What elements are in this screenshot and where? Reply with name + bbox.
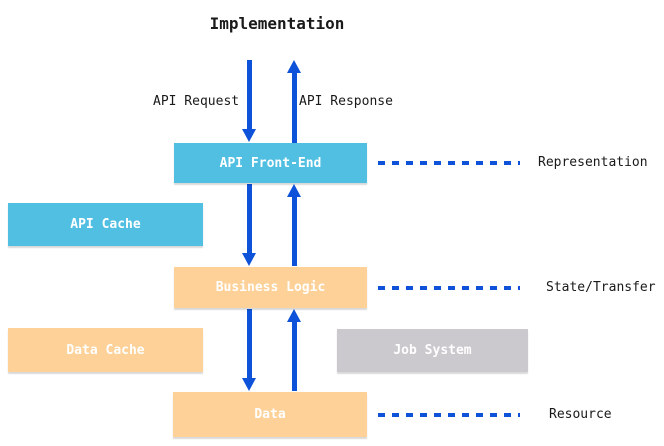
arrow-head [287, 309, 301, 322]
node-label: Job System [393, 343, 472, 358]
arrow-shaft [291, 320, 297, 391]
arrow-head [287, 184, 301, 197]
arrow-shaft [291, 71, 297, 143]
node-api-front-end: API Front-End [174, 143, 367, 183]
arrow-head [242, 129, 256, 142]
node-business-logic: Business Logic [174, 267, 367, 308]
arrow-shaft [291, 195, 297, 266]
node-api-cache: API Cache [8, 203, 203, 246]
up-arrow-icon [287, 309, 301, 391]
arrow-shaft [246, 309, 252, 380]
arrow-shaft [246, 184, 252, 255]
down-arrow-icon [242, 184, 256, 266]
api-request-label: API Request [153, 94, 240, 109]
node-data-cache: Data Cache [8, 328, 203, 372]
down-arrow-icon [242, 60, 256, 142]
arrow-shaft [246, 60, 252, 131]
node-job-system: Job System [337, 329, 528, 372]
node-label: Data Cache [66, 342, 145, 358]
dashed-connector-icon [378, 161, 520, 165]
arrow-head [242, 253, 256, 266]
node-data: Data [173, 392, 367, 437]
dashed-connector-icon [378, 413, 520, 417]
up-arrow-icon [287, 184, 301, 266]
down-arrow-icon [242, 309, 256, 391]
layer-label-resource: Resource [549, 407, 612, 422]
layer-label-state-transfer: State/Transfer [546, 280, 656, 295]
dashed-connector-icon [378, 286, 520, 290]
node-label: Data [254, 407, 286, 422]
up-arrow-icon [287, 60, 301, 143]
api-response-label: API Response [299, 94, 393, 109]
node-label: Business Logic [215, 280, 326, 295]
layer-label-representation: Representation [538, 155, 648, 170]
diagram-title: Implementation [209, 14, 345, 33]
node-label: API Cache [70, 217, 141, 232]
node-label: API Front-End [219, 155, 322, 171]
arrow-head [242, 378, 256, 391]
arrow-head [287, 60, 301, 73]
